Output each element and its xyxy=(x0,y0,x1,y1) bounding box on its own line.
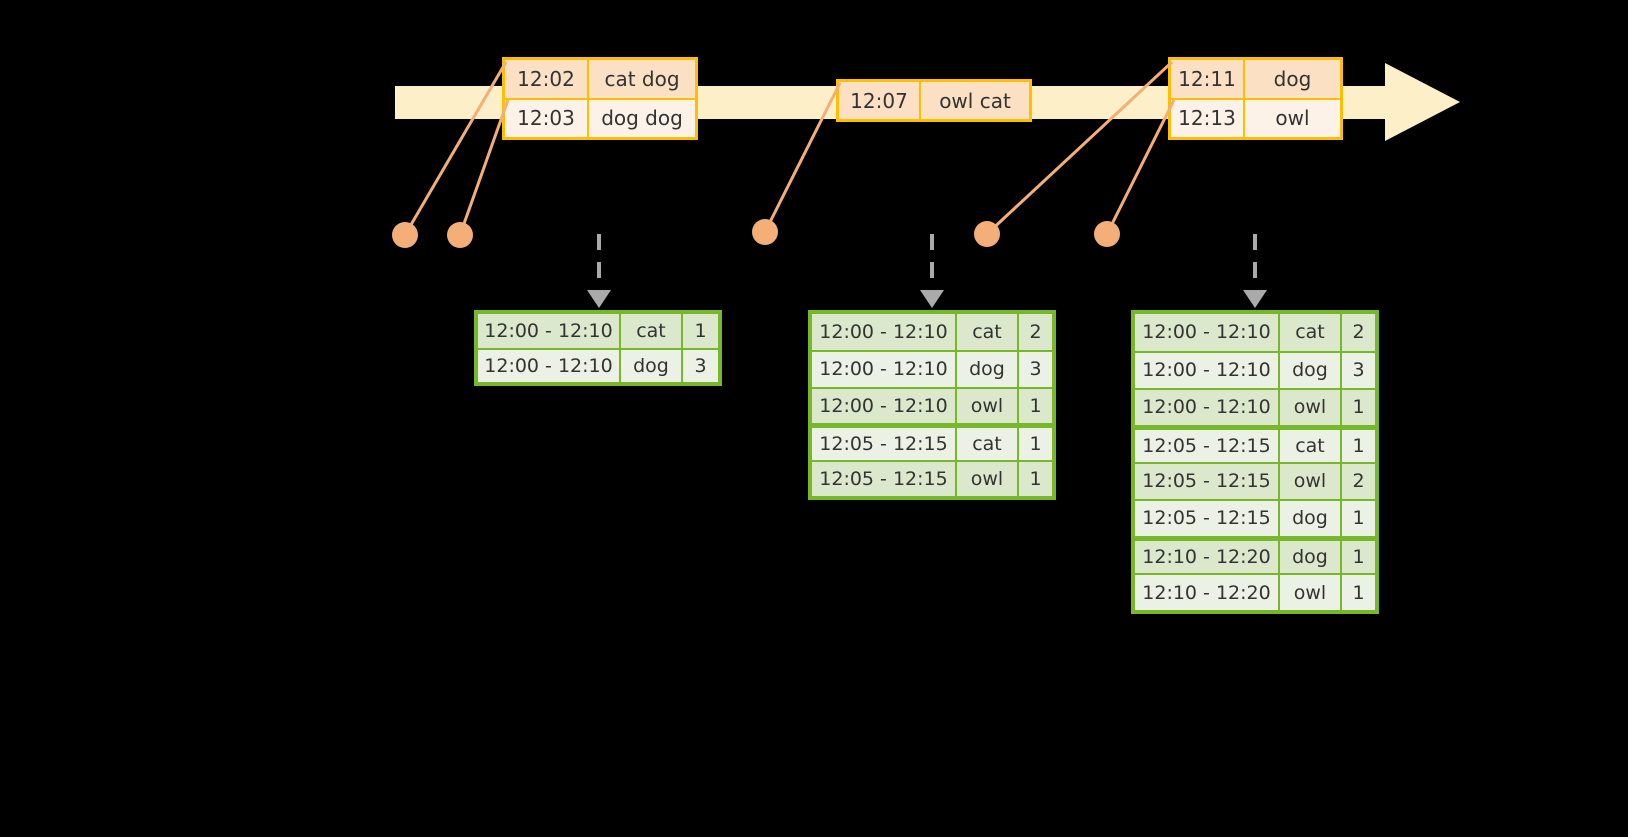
cell-key: cat xyxy=(957,428,1019,460)
event-value: dog dog xyxy=(601,106,683,131)
event-value: owl xyxy=(1275,106,1310,131)
event-time: 12:07 xyxy=(839,82,921,119)
cell-window: 12:00 - 12:10 xyxy=(478,314,621,348)
event-box-1[interactable]: 12:02 cat dog 12:03 dog dog xyxy=(502,57,698,140)
cell-key: cat xyxy=(1280,429,1342,462)
cell-count: 2 xyxy=(1352,321,1365,344)
cell-count: 1 xyxy=(1352,396,1365,419)
arrowhead-icon xyxy=(587,290,611,308)
flow-arrow-3 xyxy=(1243,234,1267,308)
cell-key: owl xyxy=(1280,575,1342,610)
cell-window: 12:05 - 12:15 xyxy=(1135,463,1280,499)
event-box-2[interactable]: 12:07 owl cat xyxy=(836,79,1032,122)
cell-count: 1 xyxy=(694,319,707,342)
cell-key: cat xyxy=(957,314,1019,351)
event-row: 12:03 dog dog xyxy=(505,97,695,137)
cell-count: 1 xyxy=(1029,394,1042,417)
cell-count: 3 xyxy=(694,354,707,377)
leader-line-5 xyxy=(1105,99,1176,235)
cell-window: 12:00 - 12:10 xyxy=(812,314,957,351)
cell-key: dog xyxy=(621,349,683,382)
cell-window: 12:00 - 12:10 xyxy=(812,352,957,387)
event-dot-4 xyxy=(974,221,1000,247)
event-value: cat dog xyxy=(604,66,680,91)
cell-key: owl xyxy=(1280,389,1342,425)
cell-key: owl xyxy=(957,388,1019,424)
cell-window: 12:05 - 12:15 xyxy=(1135,429,1280,462)
event-time: 12:02 xyxy=(505,60,589,98)
cell-key: owl xyxy=(1280,463,1342,499)
event-time: 12:13 xyxy=(1171,99,1245,137)
cell-window: 12:00 - 12:10 xyxy=(812,388,957,424)
cell-count: 2 xyxy=(1352,470,1365,493)
cell-window: 12:10 - 12:20 xyxy=(1135,540,1280,574)
cell-count: 1 xyxy=(1352,434,1365,457)
cell-key: cat xyxy=(621,314,683,348)
cell-key: dog xyxy=(1280,500,1342,536)
cell-window: 12:00 - 12:10 xyxy=(478,349,621,382)
event-time: 12:03 xyxy=(505,99,589,137)
cell-window: 12:05 - 12:15 xyxy=(1135,500,1280,536)
event-row: 12:02 cat dog xyxy=(505,60,695,98)
cell-key: owl xyxy=(957,461,1019,496)
event-dot-2 xyxy=(447,222,473,248)
cell-key: cat xyxy=(1280,314,1342,351)
event-value: dog xyxy=(1273,66,1312,91)
event-row: 12:07 owl cat xyxy=(839,82,1029,119)
cell-count: 1 xyxy=(1352,581,1365,604)
event-box-3[interactable]: 12:11 dog 12:13 owl xyxy=(1168,57,1343,140)
cell-count: 1 xyxy=(1352,545,1365,568)
event-row: 12:13 owl xyxy=(1171,97,1340,137)
arrowhead-icon xyxy=(1243,290,1267,308)
cell-window: 12:05 - 12:15 xyxy=(812,428,957,460)
cell-count: 1 xyxy=(1029,467,1042,490)
timeline-arrowhead-icon xyxy=(1385,63,1460,141)
cell-key: dog xyxy=(957,352,1019,387)
cell-count: 3 xyxy=(1352,359,1365,382)
cell-window: 12:10 - 12:20 xyxy=(1135,575,1280,610)
arrowhead-icon xyxy=(920,290,944,308)
cell-window: 12:05 - 12:15 xyxy=(812,461,957,496)
event-row: 12:11 dog xyxy=(1171,60,1340,98)
event-value: owl cat xyxy=(939,88,1011,113)
flow-arrow-1 xyxy=(587,234,611,308)
cell-count: 2 xyxy=(1029,321,1042,344)
cell-count: 1 xyxy=(1352,507,1365,530)
leader-line-2 xyxy=(458,99,510,236)
flow-arrow-2 xyxy=(920,234,944,308)
event-dot-3 xyxy=(752,219,778,245)
event-time: 12:11 xyxy=(1171,60,1245,98)
cell-window: 12:00 - 12:10 xyxy=(1135,352,1280,388)
event-dot-5 xyxy=(1094,221,1120,247)
cell-window: 12:00 - 12:10 xyxy=(1135,314,1280,351)
cell-window: 12:00 - 12:10 xyxy=(1135,389,1280,425)
event-dot-1 xyxy=(392,222,418,248)
cell-count: 3 xyxy=(1029,358,1042,381)
cell-key: dog xyxy=(1280,540,1342,574)
cell-key: dog xyxy=(1280,352,1342,388)
cell-count: 1 xyxy=(1029,432,1042,455)
